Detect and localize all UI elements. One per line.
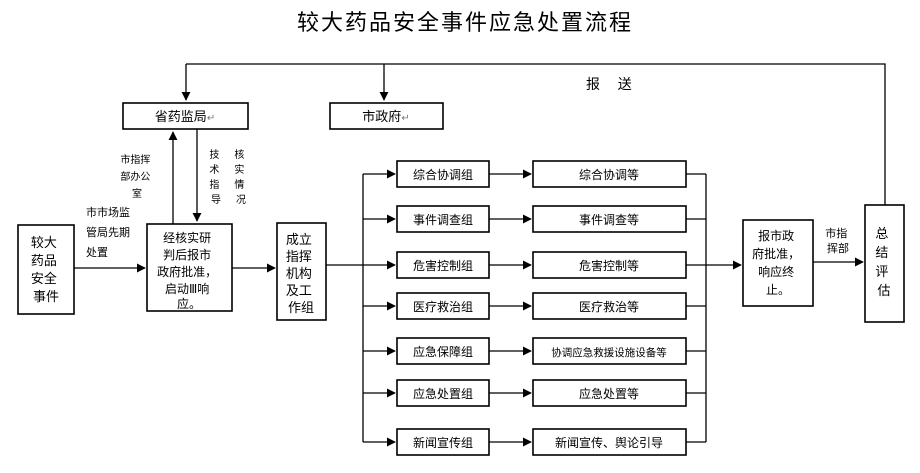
group-label: 综合协调组 <box>413 167 473 182</box>
report-box <box>742 219 814 307</box>
tech-guidance-note: 技 术 指 导 <box>209 148 222 206</box>
task-label: 危害控制等 <box>579 258 639 273</box>
event-box <box>17 224 75 315</box>
group-box <box>396 379 490 407</box>
report-feedback-lines <box>181 63 886 205</box>
provincial-bureau-label: 省药监局↵ <box>155 110 215 125</box>
verify-box <box>146 223 233 312</box>
group-box <box>396 337 490 365</box>
summary-box <box>864 204 905 323</box>
task-box <box>532 379 687 407</box>
group-label: 事件调查组 <box>413 213 473 227</box>
group-box <box>396 251 490 279</box>
task-box <box>532 337 687 365</box>
task-label: 新闻宣传、舆论引导 <box>555 435 663 450</box>
task-box <box>532 160 687 188</box>
group-label: 危害控制组 <box>413 258 473 273</box>
command-box-label: 成立 指挥 机构 及工 作组 <box>286 233 316 316</box>
city-government-label: 市政府↵ <box>362 109 409 125</box>
task-box <box>532 251 687 279</box>
verify-situation-note: 核 实 情 况 <box>234 148 247 206</box>
group-label: 应急处置组 <box>413 386 473 401</box>
event-box-label: 较大 药品 安全 事件 <box>31 236 61 305</box>
task-label: 协调应急救援设施设备等 <box>551 346 667 359</box>
task-label: 医疗救治等 <box>579 299 639 314</box>
report-label: 报 送 <box>586 77 632 93</box>
task-label: 事件调查等 <box>579 213 639 227</box>
hq-label: 市指 挥部 <box>825 226 851 255</box>
task-box <box>532 428 687 456</box>
market-bureau-note: 市市场监 管局先期 处置 <box>86 205 134 259</box>
group-label: 新闻宣传组 <box>413 435 473 450</box>
summary-box-label: 总 结 评 估 <box>875 227 892 299</box>
provincial-bureau-box <box>122 102 249 130</box>
hq-office-note: 市指挥 部办公 室 <box>120 153 153 200</box>
verify-box-label: 经核实研 判后报市 政府批准， 启动Ⅲ响 应。 <box>157 230 221 311</box>
command-box <box>276 222 327 321</box>
task-label: 应急处置等 <box>579 386 639 401</box>
group-label: 医疗救治组 <box>413 299 473 314</box>
group-label: 应急保障组 <box>413 344 473 359</box>
report-box-label: 报市政 府批准， 响应终 止。 <box>752 228 804 297</box>
city-government-box <box>329 102 444 130</box>
diagram-title: 较大药品安全事件应急处置流程 <box>297 11 633 36</box>
task-label: 综合协调等 <box>579 167 639 182</box>
group-box <box>396 160 490 188</box>
